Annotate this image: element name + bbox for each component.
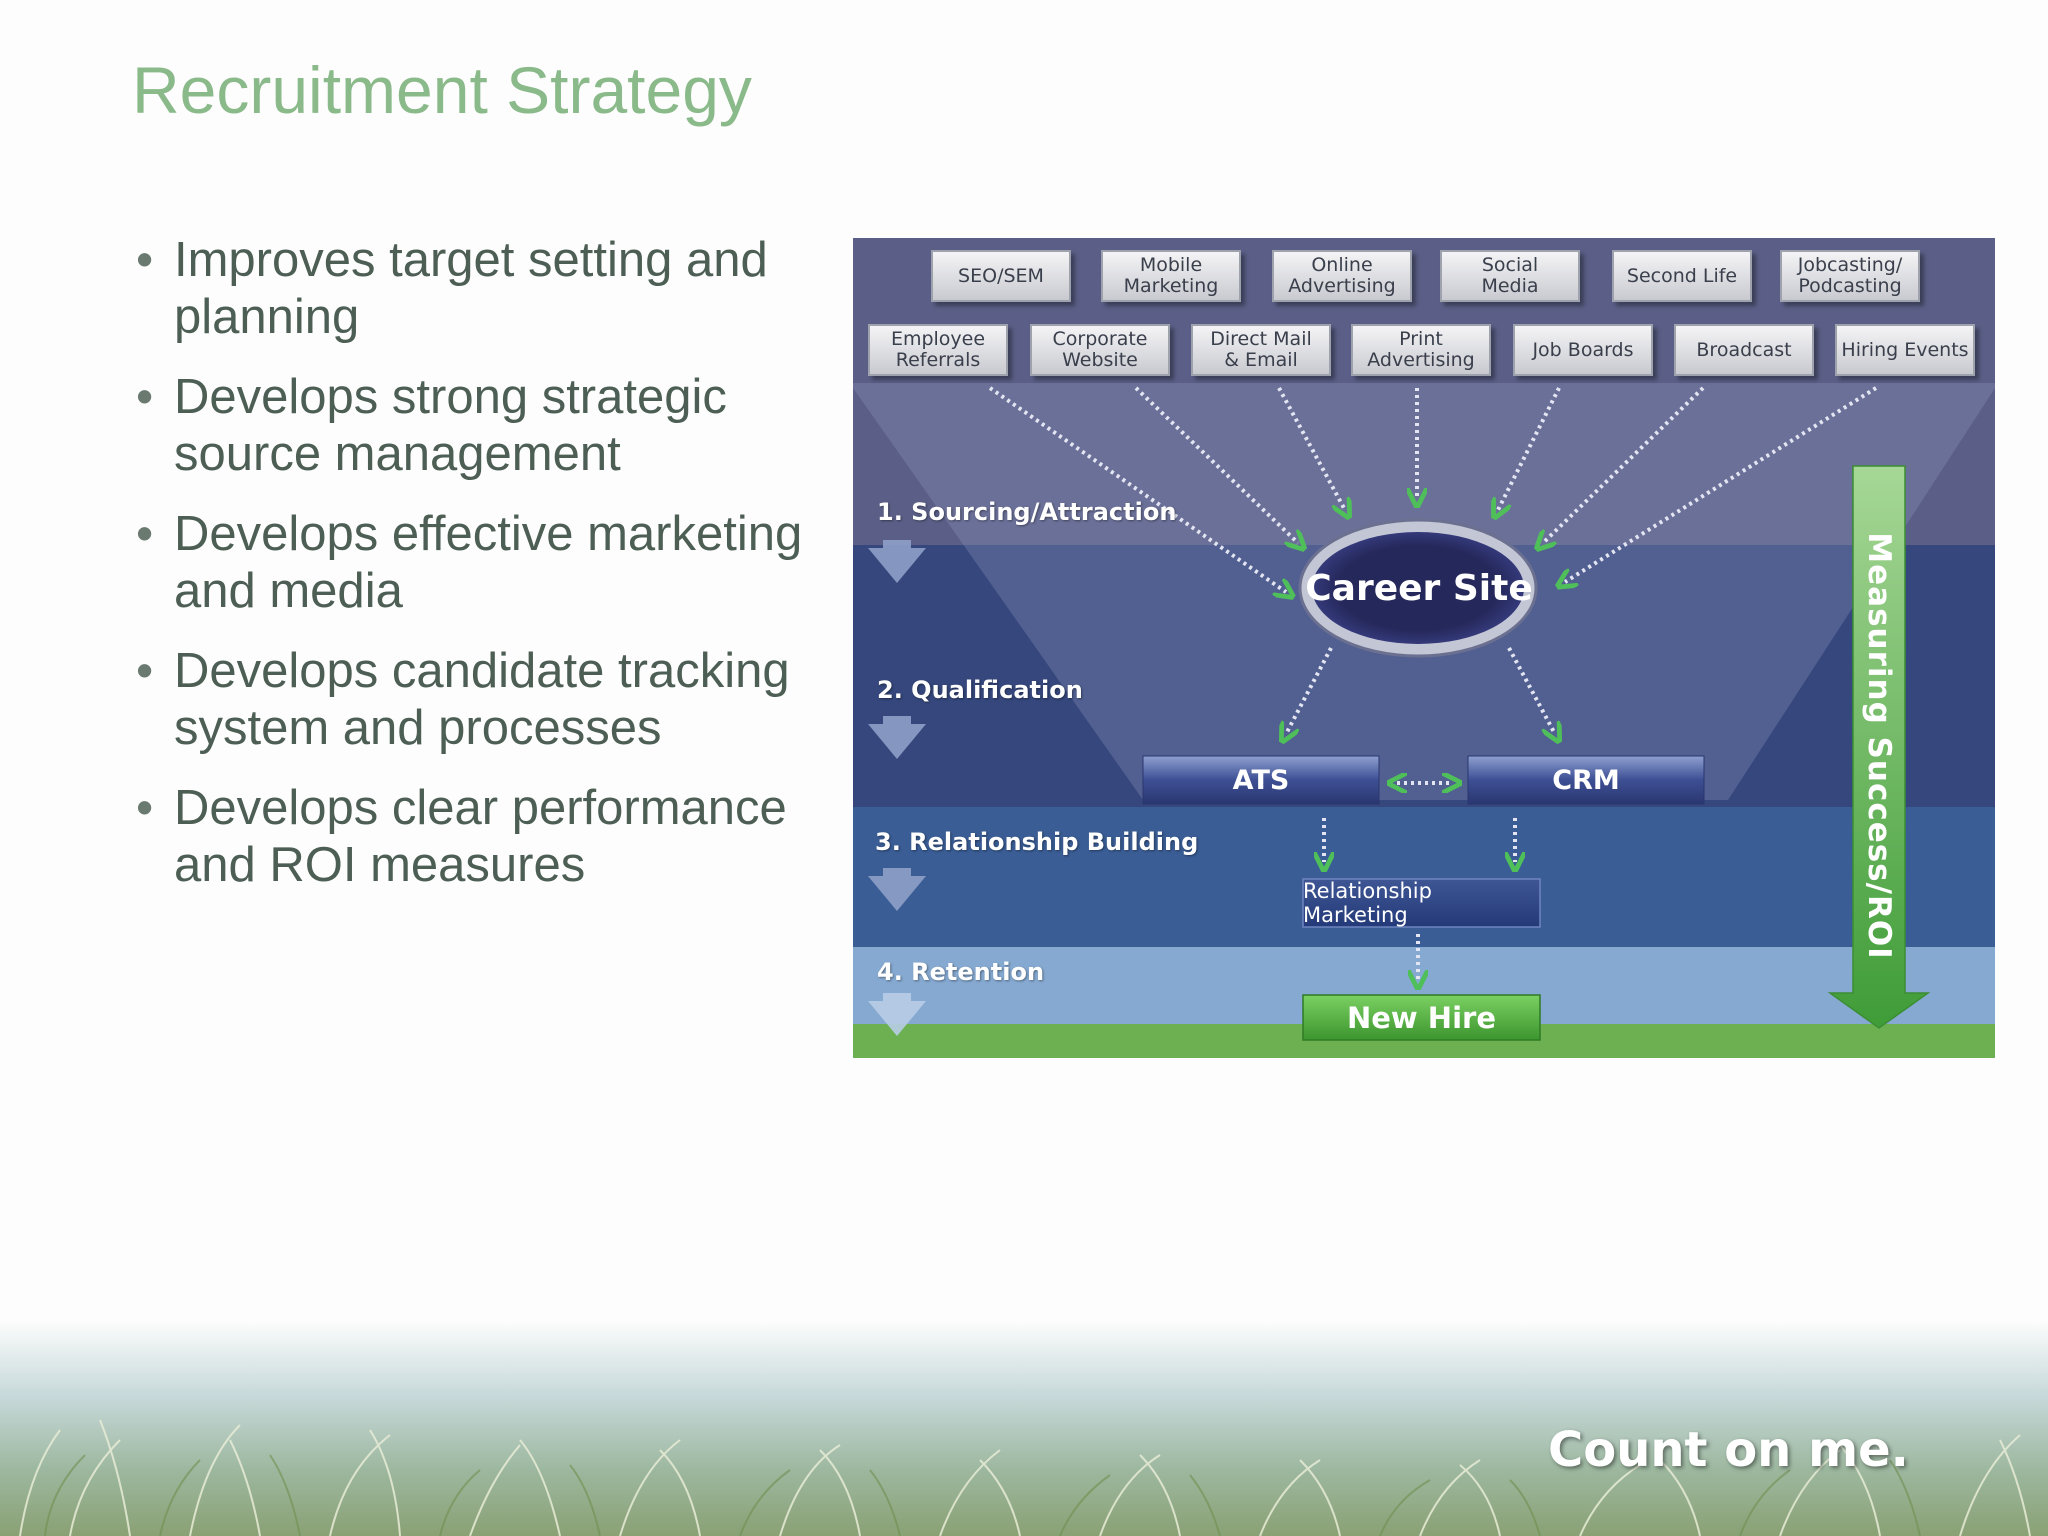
channel-label-line-2: Website: [1062, 349, 1138, 371]
ats-label: ATS: [1232, 764, 1290, 796]
stage-arrow-2: [868, 716, 926, 759]
stage-label-relationship: 3. Relationship Building: [875, 828, 1199, 856]
channel-label-line-1: Corporate: [1052, 328, 1148, 350]
brand-tagline: Count on me.: [1548, 1422, 1909, 1478]
channel-label: SEO/SEM: [958, 264, 1044, 287]
diagram-graphics: [853, 238, 1995, 1058]
channel-second-life: Second Life: [1612, 250, 1752, 302]
channel-label-line-2: Advertising: [1367, 349, 1475, 371]
channel-label-line-1: Mobile: [1139, 254, 1203, 276]
career-site-label: Career Site: [1305, 567, 1533, 609]
arrow-hiring: [1565, 386, 1878, 582]
arrow-broadcast: [1543, 386, 1705, 543]
channel-label-line-1: Online: [1311, 254, 1373, 276]
bullet-dot: •: [136, 507, 154, 561]
bullet-text: Improves target setting and planning: [174, 233, 768, 344]
bullet-dot: •: [136, 781, 154, 835]
stage-label-qualification: 2. Qualification: [877, 676, 1083, 704]
channel-broadcast: Broadcast: [1674, 324, 1814, 376]
stage-arrow-1: [868, 540, 926, 583]
arrow-corporate: [1134, 386, 1298, 543]
channel-label-line-2: Referrals: [895, 349, 981, 371]
arrow-jobboards: [1498, 387, 1561, 510]
channel-job-boards: Job Boards: [1513, 324, 1653, 376]
crm-bar-shape: [1467, 755, 1705, 805]
channel-label-line-1: Print: [1399, 328, 1443, 350]
channel-seo-sem: SEO/SEM: [931, 250, 1071, 302]
bullet-dot: •: [136, 233, 154, 287]
roi-label: Measuring Success/ROI: [1861, 532, 1897, 960]
bullet-item: • Develops clear performance and ROI meas…: [136, 780, 836, 894]
arrow-career-crm: [1507, 647, 1555, 734]
relationship-box-shape: [1302, 878, 1541, 928]
career-site-oval: [1312, 532, 1524, 644]
relationship-marketing-label: Relationship Marketing: [1303, 879, 1432, 927]
channel-label-line-2: & Email: [1224, 349, 1298, 371]
slide-title: Recruitment Strategy: [132, 53, 752, 127]
bullet-text: Develops effective marketing and media: [174, 507, 803, 618]
stage-label-retention: 4. Retention: [877, 958, 1045, 986]
channel-label-line-1: Jobcasting/: [1797, 254, 1903, 276]
bullet-dot: •: [136, 644, 154, 698]
crm-label: CRM: [1552, 764, 1620, 796]
channel-label-line-2: Marketing: [1123, 275, 1219, 297]
channel-label-line-2: Podcasting: [1798, 275, 1902, 297]
stage-label-sourcing: 1. Sourcing/Attraction: [877, 498, 1177, 526]
channel-label: Hiring Events: [1841, 338, 1969, 361]
stage-arrow-3: [868, 868, 926, 911]
roi-arrow-shape: [1827, 465, 1931, 1029]
bullet-item: • Improves target setting and planning: [136, 232, 836, 346]
channel-direct-mail-email: Direct Mail& Email: [1191, 324, 1331, 376]
channel-hiring-events: Hiring Events: [1835, 324, 1975, 376]
channel-label: Second Life: [1626, 264, 1738, 287]
channel-label: Direct Mail& Email: [1210, 329, 1312, 371]
stage-arrow-4: [868, 993, 926, 1036]
arrow-career-ats: [1286, 647, 1333, 734]
bullet-list: • Improves target setting and planning • D…: [136, 232, 836, 917]
arrow-directmail: [1277, 387, 1345, 510]
channel-label-line-1: Direct Mail: [1210, 328, 1312, 350]
channel-label-line-1: Social: [1481, 254, 1539, 276]
bullet-dot: •: [136, 370, 154, 424]
channel-label-line-2: Advertising: [1288, 275, 1396, 297]
channel-jobcasting-podcasting: Jobcasting/Podcasting: [1780, 250, 1920, 302]
channel-label: Job Boards: [1532, 338, 1634, 361]
channel-label: Broadcast: [1696, 338, 1792, 361]
bullet-text: Develops candidate tracking system and p…: [174, 644, 790, 755]
bullet-item: • Develops strong strategic source manage…: [136, 369, 836, 483]
new-hire-box-shape: [1302, 994, 1541, 1041]
bullet-text: Develops clear performance and ROI measu…: [174, 781, 787, 892]
ats-bar-shape: [1142, 755, 1380, 805]
grass-footer-image: [0, 1320, 2048, 1536]
new-hire-label: New Hire: [1346, 1000, 1496, 1035]
channel-label-line-1: Employee: [890, 328, 986, 350]
bullet-item: • Develops candidate tracking system and …: [136, 643, 836, 757]
channel-label: Jobcasting/Podcasting: [1798, 255, 1903, 297]
bullet-text: Develops strong strategic source managem…: [174, 370, 727, 481]
bullet-item: • Develops effective marketing and media: [136, 506, 836, 620]
channel-label-line-2: Media: [1481, 275, 1539, 297]
